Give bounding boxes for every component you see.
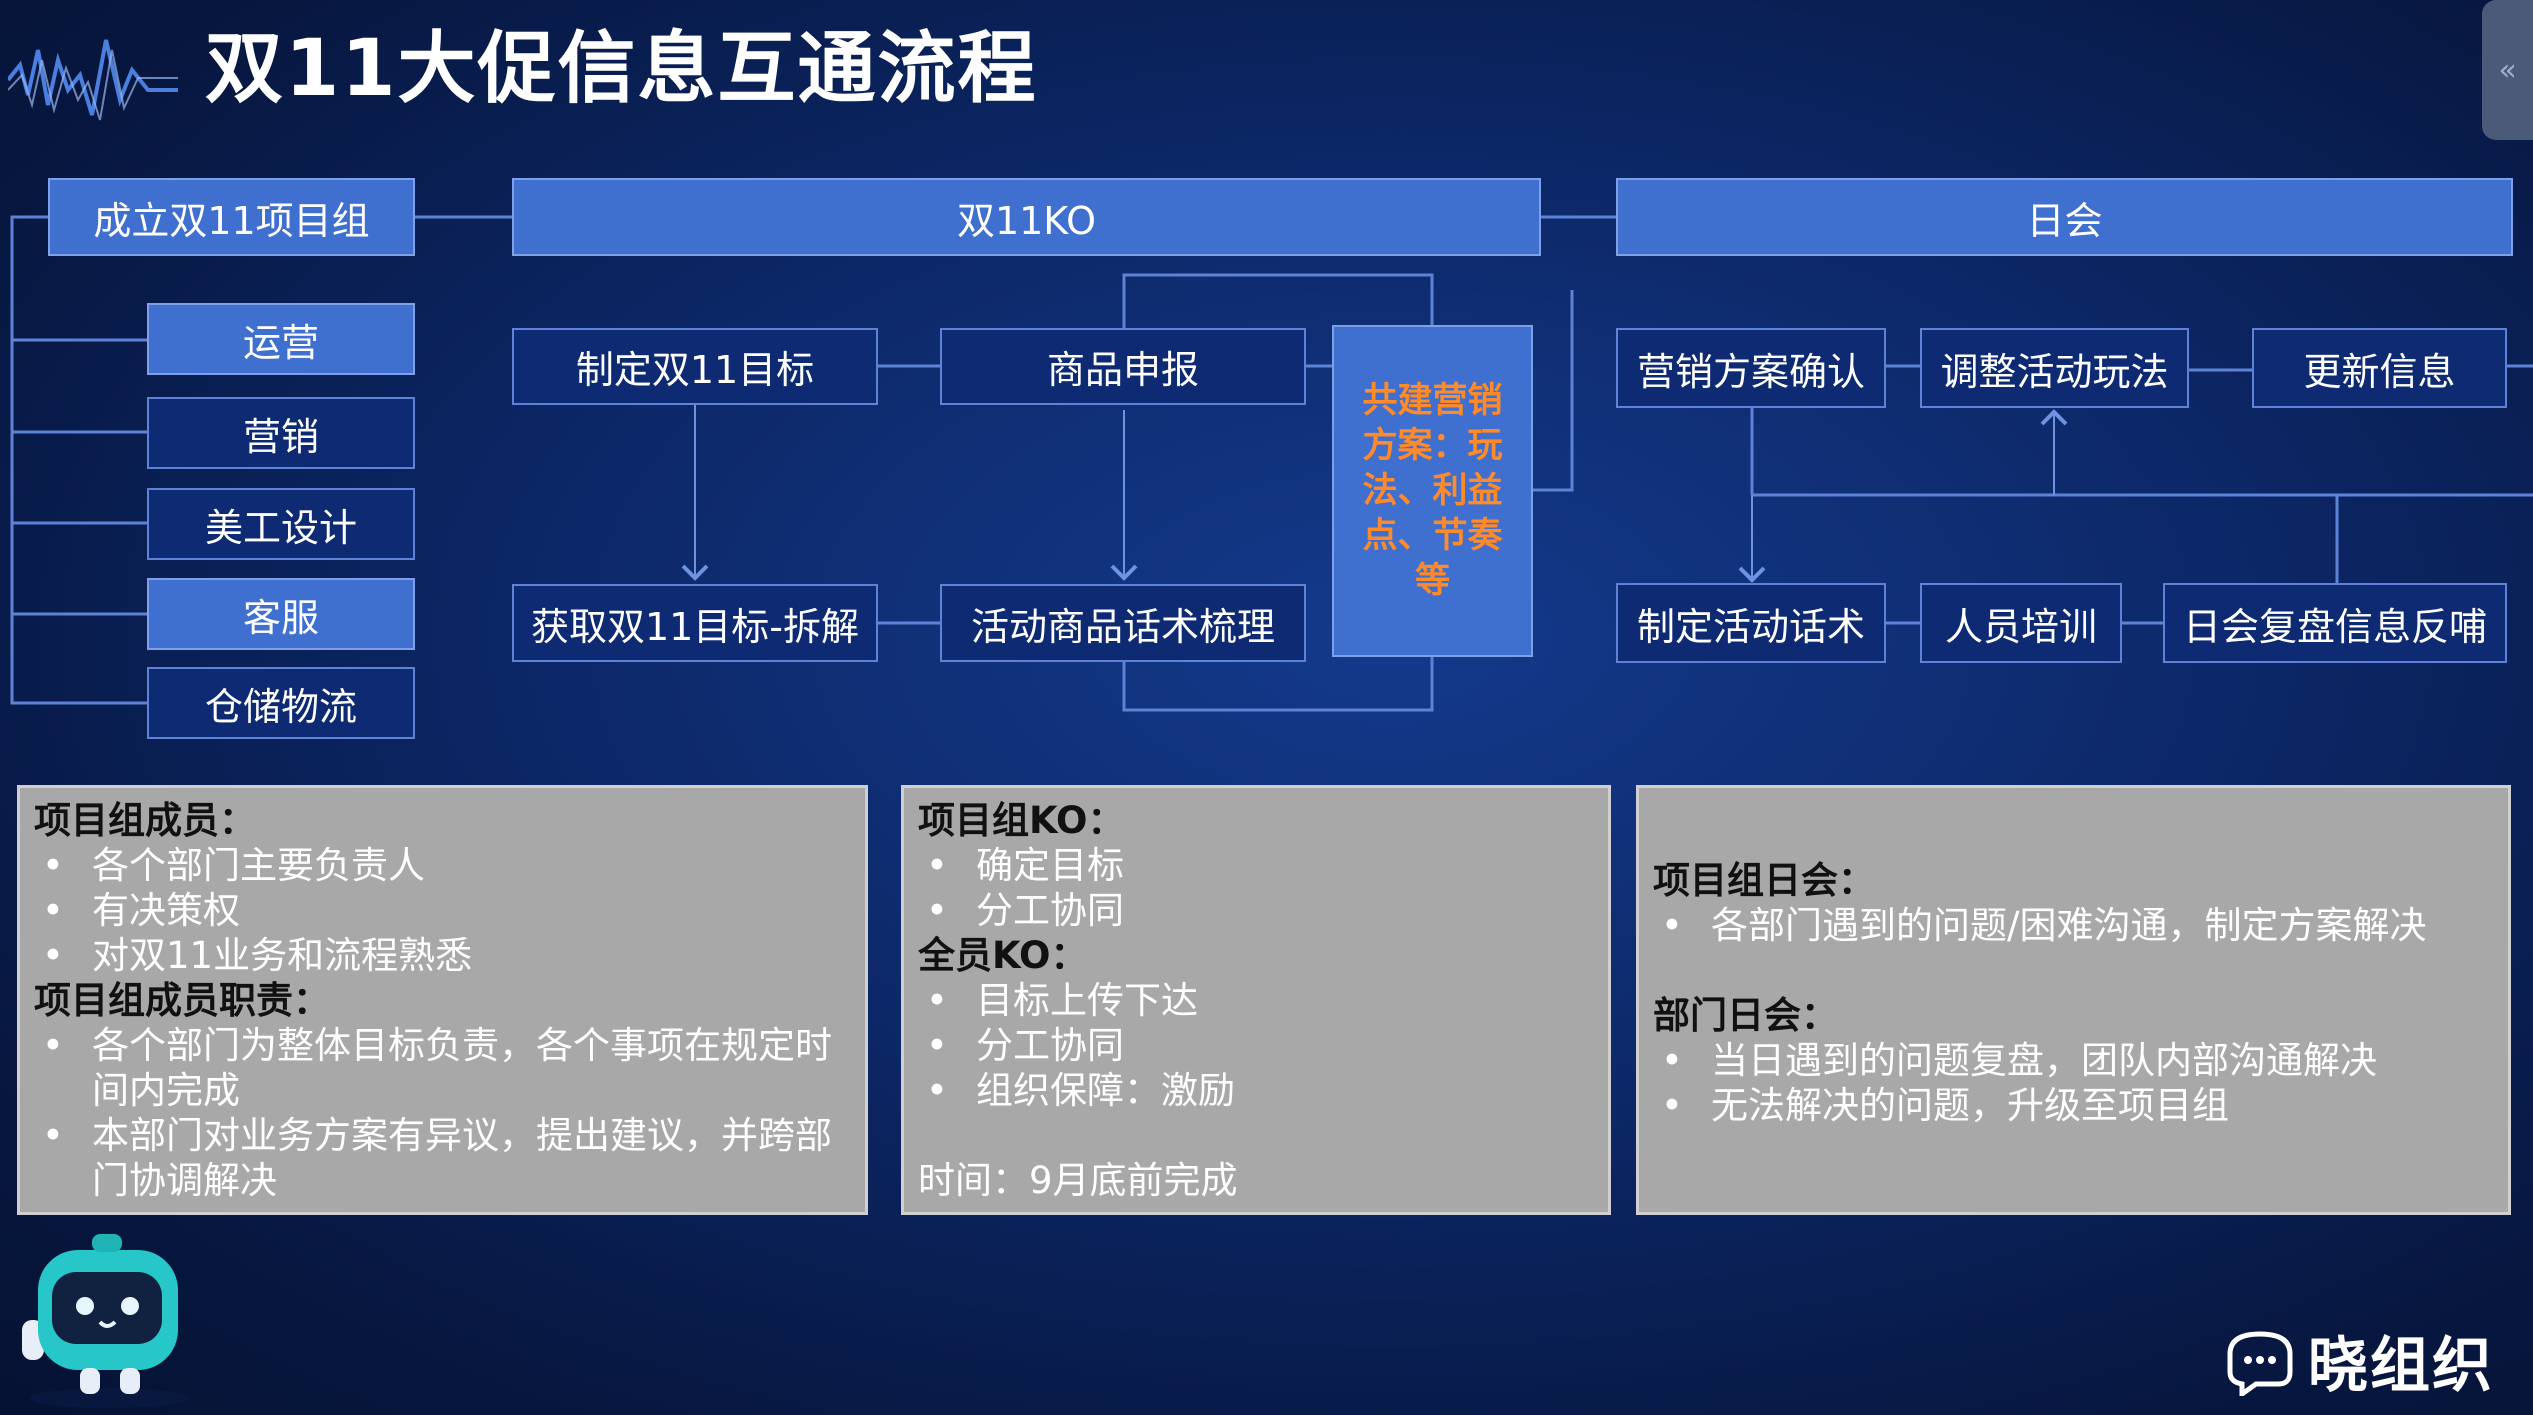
list-item: 分工协同 [918, 1023, 1594, 1068]
list-item: 本部门对业务方案有异议，提出建议，并跨部门协调解决 [34, 1113, 851, 1203]
panel-daily-meeting: 项目组日会： 各部门遇到的问题/困难沟通，制定方案解决 部门日会： 当日遇到的问… [1636, 785, 2511, 1215]
list-item: 对双11业务和流程熟悉 [34, 933, 851, 978]
brand-logo: 晓组织 [2220, 1320, 2494, 1401]
list-item: 各个部门主要负责人 [34, 843, 851, 888]
panel-heading: 部门日会： [1653, 994, 1838, 1037]
duties-list: 各个部门为整体目标负责，各个事项在规定时间内完成 本部门对业务方案有异议，提出建… [34, 1023, 851, 1203]
node-product-script: 活动商品话术梳理 [940, 584, 1306, 662]
waveform-logo-icon [8, 39, 178, 121]
double-chevron-left-icon: « [2498, 52, 2517, 88]
panel-team-members: 项目组成员： 各个部门主要负责人 有决策权 对双11业务和流程熟悉 项目组成员职… [17, 785, 868, 1215]
list-item: 目标上传下达 [918, 978, 1594, 1023]
panel-heading: 项目组成员： [34, 799, 256, 842]
list-item: 无法解决的问题，升级至项目组 [1653, 1083, 2494, 1128]
team-daily-list: 各部门遇到的问题/困难沟通，制定方案解决 [1653, 903, 2494, 948]
header-daily-meeting: 日会 [1616, 178, 2513, 256]
dept-operations: 运营 [147, 303, 415, 375]
node-adjust-play: 调整活动玩法 [1920, 328, 2189, 408]
list-item: 分工协同 [918, 888, 1594, 933]
node-joint-marketing-plan: 共建营销方案：玩法、利益点、节奏等 [1332, 325, 1533, 657]
list-item: 各部门遇到的问题/困难沟通，制定方案解决 [1653, 903, 2494, 948]
header-ko: 双11KO [512, 178, 1541, 256]
node-staff-training: 人员培训 [1920, 583, 2122, 663]
node-product-report: 商品申报 [940, 328, 1306, 405]
list-item: 组织保障：激励 [918, 1068, 1594, 1113]
panel-heading: 全员KO： [918, 934, 1088, 977]
node-confirm-plan: 营销方案确认 [1616, 328, 1886, 408]
list-item: 各个部门为整体目标负责，各个事项在规定时间内完成 [34, 1023, 851, 1113]
node-set-target: 制定双11目标 [512, 328, 878, 405]
panel-heading: 项目组日会： [1653, 859, 1875, 902]
list-item: 确定目标 [918, 843, 1594, 888]
members-list: 各个部门主要负责人 有决策权 对双11业务和流程熟悉 [34, 843, 851, 978]
team-ko-list: 确定目标 分工协同 [918, 843, 1594, 933]
all-ko-list: 目标上传下达 分工协同 组织保障：激励 [918, 978, 1594, 1113]
panel-heading: 项目组KO： [918, 799, 1125, 842]
node-make-script: 制定活动话术 [1616, 583, 1886, 663]
dept-logistics: 仓储物流 [147, 667, 415, 739]
panel-ko: 项目组KO： 确定目标 分工协同 全员KO： 目标上传下达 分工协同 组织保障：… [901, 785, 1611, 1215]
list-item: 有决策权 [34, 888, 851, 933]
ko-time-note: 时间：9月底前完成 [918, 1159, 1238, 1202]
robot-mascot-icon [22, 1234, 190, 1408]
collapse-panel-button[interactable]: « [2482, 0, 2533, 140]
node-daily-review: 日会复盘信息反哺 [2163, 583, 2507, 663]
panel-heading: 项目组成员职责： [34, 979, 330, 1022]
list-item: 当日遇到的问题复盘，团队内部沟通解决 [1653, 1038, 2494, 1083]
node-update-info: 更新信息 [2252, 328, 2507, 408]
chat-logo-icon [2227, 1331, 2293, 1396]
header-team-setup: 成立双11项目组 [48, 178, 415, 256]
dept-art-design: 美工设计 [147, 488, 415, 560]
page-title: 双11大促信息互通流程 [205, 24, 1038, 114]
node-get-target-breakdown: 获取双11目标-拆解 [512, 584, 878, 662]
brand-name: 晓组织 [2308, 1330, 2494, 1401]
dept-marketing: 营销 [147, 397, 415, 469]
dept-daily-list: 当日遇到的问题复盘，团队内部沟通解决 无法解决的问题，升级至项目组 [1653, 1038, 2494, 1128]
dept-customer-service: 客服 [147, 578, 415, 650]
